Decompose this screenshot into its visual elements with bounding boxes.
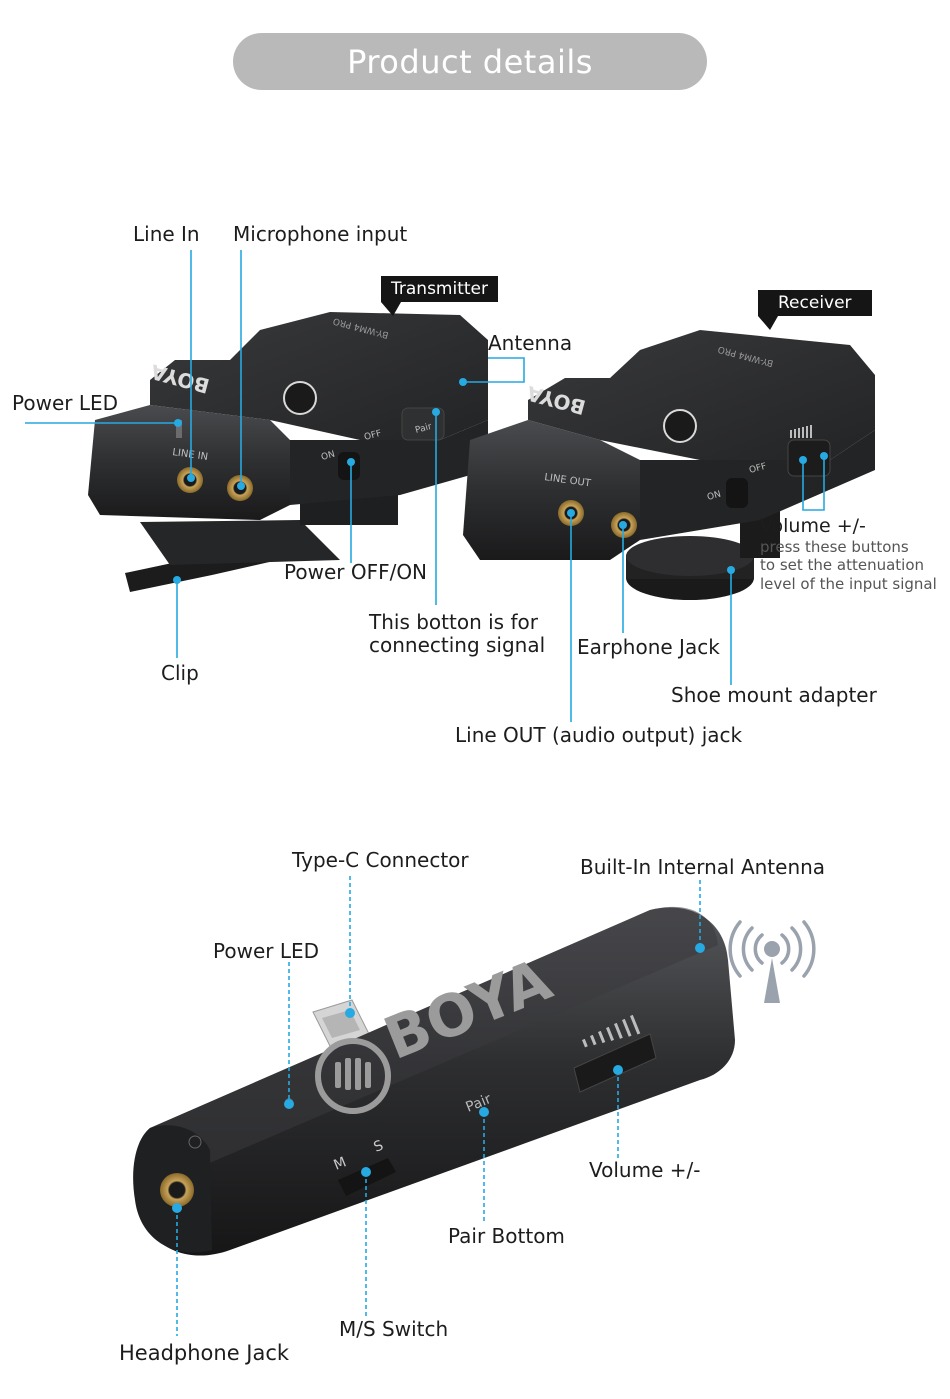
earphone-jack-label: Earphone Jack bbox=[577, 635, 720, 659]
svg-text:OFF: OFF bbox=[748, 462, 767, 476]
ms-switch-label: M/S Switch bbox=[339, 1317, 449, 1341]
stick-volume-label: Volume +/- bbox=[589, 1158, 701, 1182]
pair-button-label-line1: This botton is for bbox=[369, 610, 538, 634]
volume-desc-line1: press these buttons bbox=[760, 538, 909, 556]
power-off-on-label: Power OFF/ON bbox=[284, 560, 428, 584]
svg-text:M: M bbox=[332, 1154, 349, 1173]
line-out-label: Line OUT (audio output) jack bbox=[455, 723, 743, 747]
transmitter-tag: Transmitter bbox=[381, 276, 498, 316]
stick-power-led-label: Power LED bbox=[213, 939, 320, 963]
clip-label: Clip bbox=[161, 661, 199, 685]
power-led-label: Power LED bbox=[12, 391, 119, 415]
svg-text:OFF: OFF bbox=[363, 429, 382, 443]
pair-bottom-label: Pair Bottom bbox=[448, 1224, 565, 1248]
top-callout-lines bbox=[25, 250, 825, 722]
antenna-signal-icon bbox=[728, 920, 816, 1003]
built-in-antenna-label: Built-In Internal Antenna bbox=[580, 855, 826, 879]
bottom-callout-lines bbox=[176, 876, 701, 1336]
transmitter-device: BOYA BY-WM4 PRO LINE IN ON OFF Pair bbox=[88, 312, 488, 592]
volume-desc-line2: to set the attenuation bbox=[760, 556, 925, 574]
svg-text:LINE IN: LINE IN bbox=[172, 447, 209, 463]
page-title: Product details bbox=[233, 33, 707, 90]
microphone-input-label: Microphone input bbox=[233, 222, 408, 246]
svg-text:Pair: Pair bbox=[414, 422, 433, 436]
svg-text:ON: ON bbox=[706, 490, 722, 503]
volume-desc-line3: level of the input signal bbox=[760, 575, 937, 593]
receiver-device: BOYA BY-WM4 PRO LINE OUT ON OFF bbox=[463, 330, 875, 600]
top-callout-dots bbox=[173, 378, 828, 584]
receiver-tag: Receiver bbox=[758, 290, 872, 330]
headphone-jack-label: Headphone Jack bbox=[119, 1341, 290, 1365]
shoe-mount-label: Shoe mount adapter bbox=[671, 683, 877, 707]
line-in-label: Line In bbox=[133, 222, 200, 246]
type-c-label: Type-C Connector bbox=[292, 848, 469, 872]
pair-button-label-line2: connecting signal bbox=[369, 633, 546, 657]
svg-text:ON: ON bbox=[320, 450, 336, 463]
antenna-label: Antenna bbox=[488, 331, 573, 355]
usbc-receiver-device: BOYA Pair M S bbox=[133, 906, 736, 1256]
bottom-callout-dots bbox=[172, 943, 705, 1213]
volume-label: Volume +/- bbox=[760, 515, 866, 537]
